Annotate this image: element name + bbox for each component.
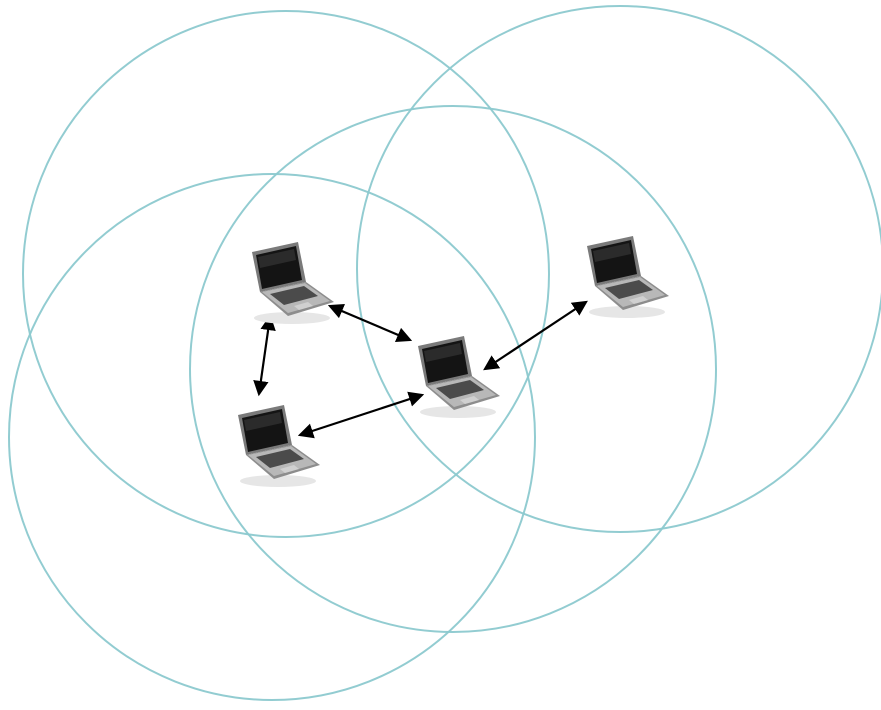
link-top-left-to-center bbox=[330, 306, 410, 340]
laptop-icon bbox=[587, 236, 669, 318]
laptop-icon bbox=[252, 242, 334, 324]
network-nodes bbox=[238, 236, 669, 487]
laptop-icon bbox=[238, 405, 320, 487]
link-bottom-left-to-center bbox=[300, 395, 422, 435]
link-top-left-to-bottom-left bbox=[259, 317, 270, 394]
laptop-icon bbox=[418, 336, 500, 418]
